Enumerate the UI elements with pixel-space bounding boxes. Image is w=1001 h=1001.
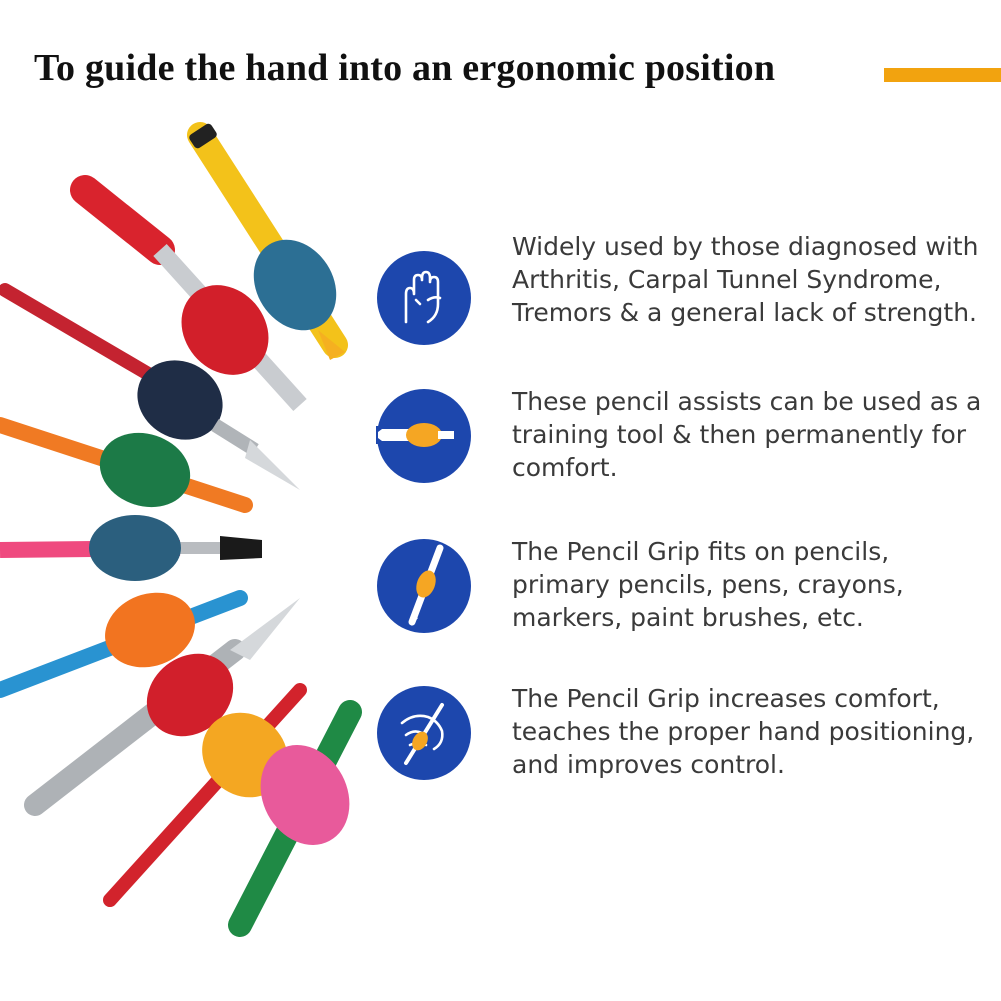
pencil-grip-side-icon	[376, 389, 471, 483]
red-pen-with-grip	[70, 175, 307, 412]
hand-icon	[377, 251, 471, 345]
green-crayon-with-pink-grip	[228, 700, 362, 937]
feature-text-arthritis: Widely used by those diagnosed with Arth…	[512, 232, 979, 327]
craft-knife-with-grip	[0, 283, 300, 490]
scalpel-with-red-grip	[24, 598, 300, 816]
pencil-with-grip-icon	[377, 539, 471, 633]
accent-bar	[884, 68, 1001, 82]
yellow-marker-with-grip	[187, 122, 348, 360]
hand-holding-pencil-icon	[377, 686, 471, 780]
writing-tools-illustration	[0, 122, 362, 937]
blue-pencil-with-orange-grip	[0, 590, 248, 698]
paint-brush-with-teal-grip	[0, 515, 262, 581]
feature-text-fits-on-pencils: The Pencil Grip fits on pencils, primary…	[512, 537, 904, 632]
headline: To guide the hand into an ergonomic posi…	[34, 47, 776, 89]
feature-text-increases-comfort: The Pencil Grip increases comfort, teach…	[512, 684, 975, 779]
feature-text-training-tool: These pencil assists can be used as a tr…	[512, 387, 982, 482]
orange-pencil-with-green-grip	[0, 417, 253, 513]
